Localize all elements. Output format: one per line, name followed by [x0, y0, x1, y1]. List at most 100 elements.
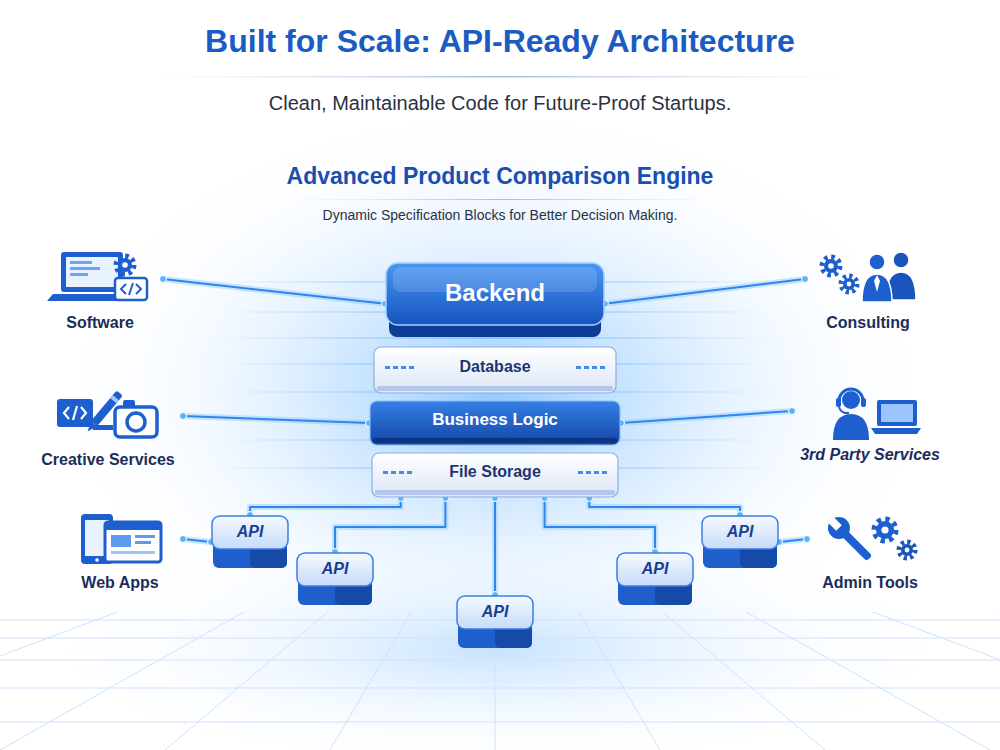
creative-icon-part — [64, 406, 86, 420]
layer-body — [370, 401, 620, 445]
layer-top — [386, 263, 604, 325]
software-icon-part — [118, 258, 132, 272]
floor-grid-part — [495, 612, 660, 750]
stack-layer: Backend — [385, 262, 605, 338]
layer-label: Backend — [445, 279, 545, 308]
floor-grid-part — [495, 612, 990, 750]
status-light — [401, 366, 406, 369]
software-icon-part — [116, 256, 134, 274]
connector-glow — [605, 279, 805, 304]
api-block: API — [211, 515, 289, 569]
layer-body — [374, 347, 616, 393]
api-top — [212, 516, 288, 549]
software-icon-part — [70, 267, 100, 270]
webapps-icon-part — [105, 522, 161, 562]
consulting-icon-part — [874, 275, 880, 292]
consulting-icon — [813, 248, 923, 310]
status-light — [584, 366, 589, 369]
admin-icon-part — [822, 511, 877, 566]
section-subheading: Dynamic Specification Blocks for Better … — [0, 207, 1000, 224]
webapps-icon-part — [111, 535, 131, 547]
status-light — [399, 471, 404, 474]
software-icon-part — [61, 252, 123, 292]
admin-icon — [815, 508, 925, 570]
admin-icon-part — [876, 521, 894, 539]
thirdparty-icon-part — [871, 428, 921, 434]
status-light — [385, 366, 390, 369]
software-icon-part — [115, 278, 147, 300]
connector-group — [332, 495, 449, 556]
node-label: Creative Services — [41, 450, 174, 469]
title-rule — [150, 76, 850, 78]
consulting-icon-part — [822, 257, 840, 275]
consulting-icon-part — [869, 254, 885, 270]
status-light — [600, 366, 605, 369]
status-light — [409, 366, 414, 369]
layer-edge — [377, 386, 613, 391]
light-streaks-part — [210, 337, 780, 339]
webapps-icon-part — [95, 558, 99, 562]
service-node: Consulting — [805, 248, 931, 339]
connector — [779, 539, 807, 542]
admin-icon-part — [881, 526, 888, 533]
admin-icon-part — [899, 542, 915, 558]
layer-body — [372, 453, 618, 497]
api-label: API — [237, 515, 264, 549]
connector-dot — [802, 276, 809, 283]
stack-layer: Database — [373, 346, 617, 394]
service-node: 3rd Party Services — [792, 380, 948, 471]
creative-icon-part — [110, 395, 119, 403]
service-node: Web Apps — [57, 508, 183, 599]
connector-group — [586, 495, 744, 519]
layer-label: File Storage — [449, 462, 541, 481]
stack-layer: Business Logic — [369, 400, 621, 446]
webapps-icon-part — [111, 551, 155, 554]
admin-icon-part — [827, 516, 842, 531]
api-top — [297, 553, 373, 586]
thirdparty-icon-part — [839, 389, 863, 401]
connector-dot — [789, 408, 796, 415]
layer-edge — [373, 438, 617, 443]
service-node: Creative Services — [33, 385, 183, 476]
connector-glow — [183, 539, 211, 542]
floor-grid-part — [0, 612, 495, 750]
connector — [589, 498, 740, 515]
floor-grid-part — [495, 612, 825, 750]
floor-grid-part — [0, 688, 1000, 689]
consulting-icon-part — [824, 259, 838, 273]
status-light — [407, 471, 412, 474]
status-light — [594, 471, 599, 474]
status-light — [391, 471, 396, 474]
connector — [621, 411, 792, 423]
thirdparty-icon — [815, 380, 925, 442]
connector-dot — [160, 276, 167, 283]
floor-grid-part — [0, 722, 1000, 723]
connector-glow — [163, 279, 385, 304]
connector — [163, 279, 385, 304]
floor-grid-part — [495, 612, 1000, 750]
api-label: API — [727, 515, 754, 549]
software-icon-part — [121, 283, 141, 295]
node-label: 3rd Party Services — [800, 445, 940, 464]
status-light — [578, 471, 583, 474]
api-block: API — [616, 552, 694, 606]
creative-icon — [53, 385, 163, 447]
heading-rule — [290, 199, 720, 200]
admin-icon-part — [901, 544, 913, 556]
creative-icon-part — [93, 425, 113, 430]
consulting-icon-part — [847, 282, 852, 287]
webapps-icon-part — [135, 541, 151, 544]
api-block: API — [701, 515, 779, 569]
consulting-icon-part — [828, 263, 834, 269]
connector — [494, 498, 496, 595]
connector-group — [180, 413, 373, 427]
node-label: Software — [66, 313, 134, 332]
creative-icon-part — [123, 400, 135, 407]
connector — [183, 539, 211, 542]
connector-group — [180, 536, 215, 546]
section-heading: Advanced Product Comparison Engine — [0, 163, 1000, 191]
api-top — [702, 516, 778, 549]
service-node: Admin Tools — [807, 508, 933, 599]
connector — [545, 498, 655, 552]
